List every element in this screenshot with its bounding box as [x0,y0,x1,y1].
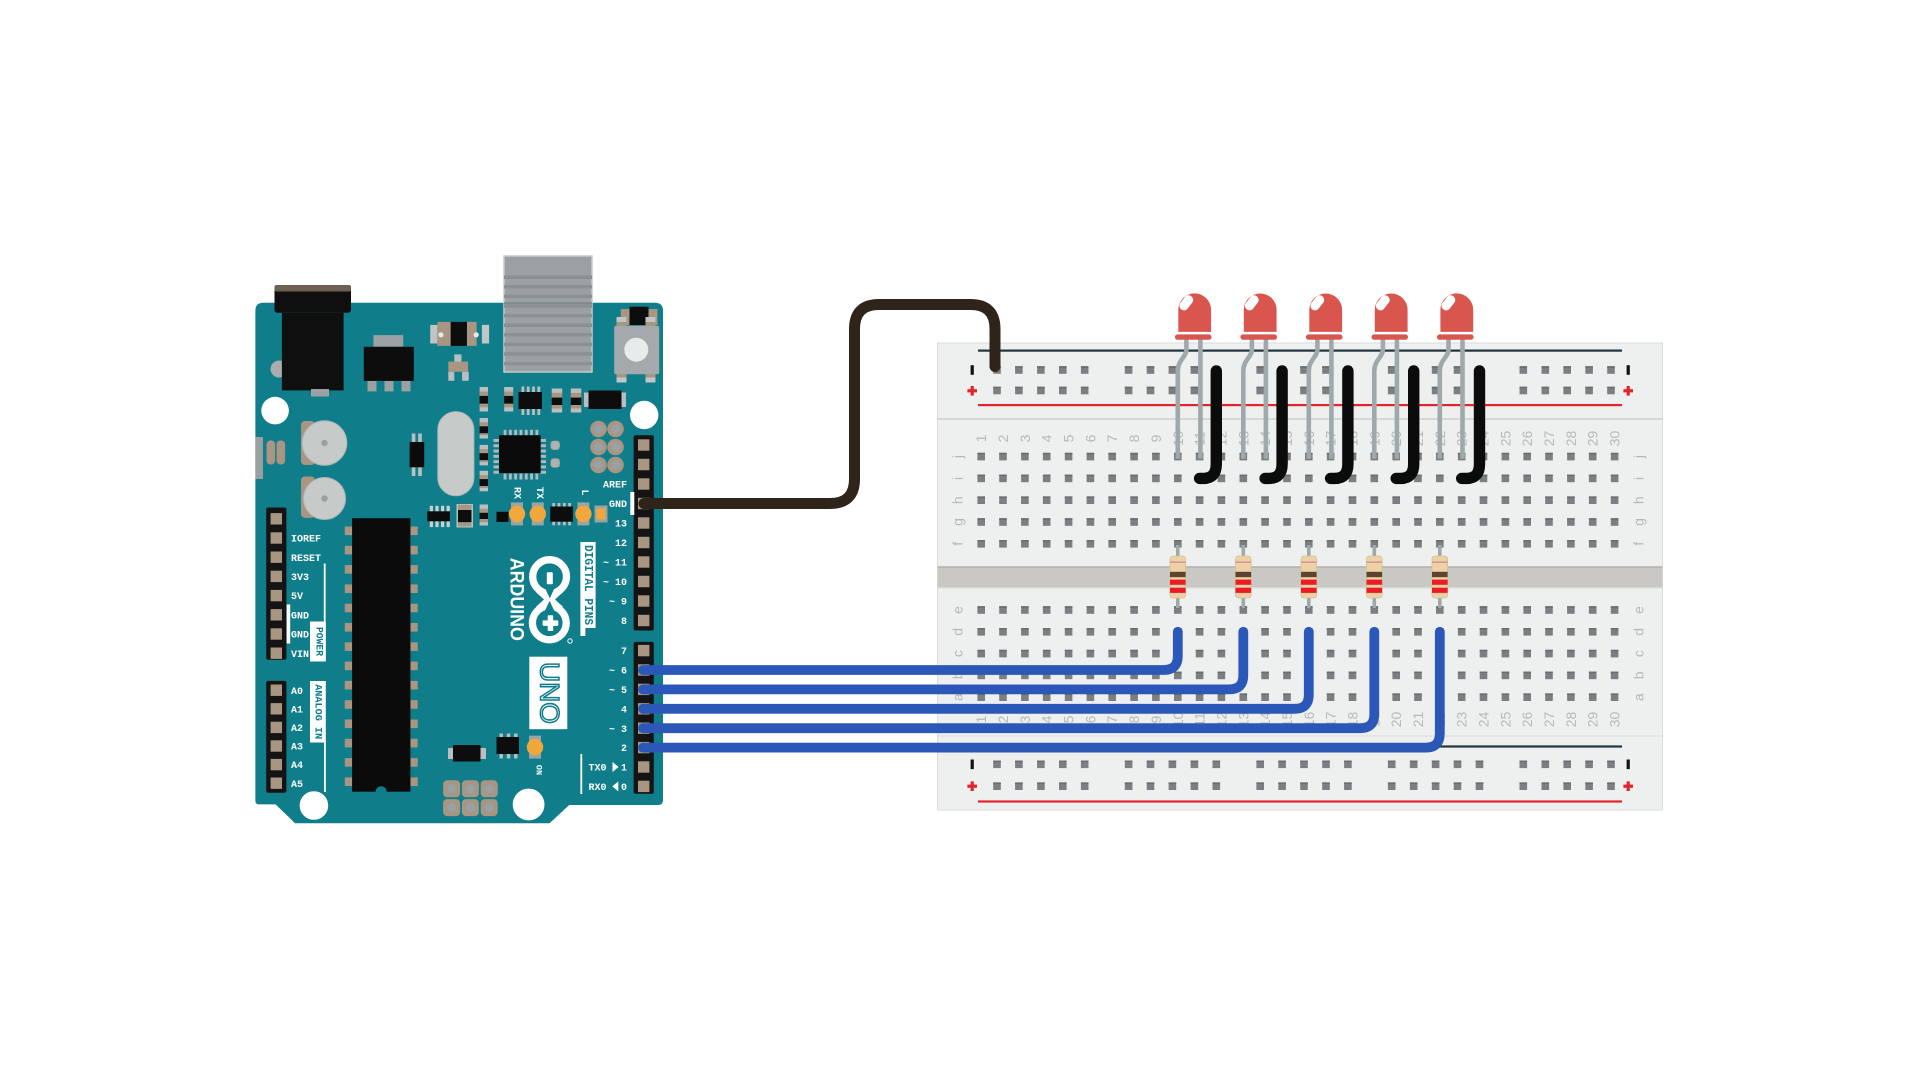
svg-text:A0: A0 [291,687,303,698]
svg-text:e: e [1631,606,1647,614]
svg-text:3: 3 [1017,715,1033,723]
svg-text:9: 9 [1148,434,1164,442]
svg-text:6: 6 [1082,434,1098,442]
svg-text:27: 27 [1541,431,1557,447]
svg-text:20: 20 [1388,712,1404,728]
svg-text:f: f [1631,542,1647,546]
svg-text:23: 23 [1454,712,1470,728]
svg-text:~ 11: ~ 11 [603,559,627,570]
svg-text:4: 4 [1039,715,1055,723]
svg-text:4: 4 [621,705,627,716]
svg-text:3V3: 3V3 [291,573,309,584]
svg-text:28: 28 [1563,431,1579,447]
svg-text:7: 7 [1104,715,1120,723]
svg-text:2: 2 [995,715,1011,723]
svg-text:DIGITAL PINS: DIGITAL PINS [581,545,595,625]
svg-text:TX: TX [533,487,544,499]
svg-text:~ 3: ~ 3 [609,725,627,736]
svg-text:~ 5: ~ 5 [609,686,627,697]
svg-text:12: 12 [615,539,627,550]
svg-text:IOREF: IOREF [291,535,321,546]
svg-text:25: 25 [1497,431,1513,447]
svg-text:d: d [1631,628,1647,636]
svg-text:6: 6 [1082,715,1098,723]
svg-text:29: 29 [1585,431,1601,447]
svg-text:30: 30 [1607,712,1623,728]
svg-text:27: 27 [1541,712,1557,728]
svg-text:RX0: RX0 [589,783,607,794]
svg-text:4: 4 [1039,434,1055,442]
svg-text:A1: A1 [291,705,303,716]
svg-text:i: i [950,477,966,480]
svg-text:AREF: AREF [603,481,627,492]
svg-text:13: 13 [615,520,627,531]
svg-text:3: 3 [1017,434,1033,442]
svg-text:RX: RX [510,487,521,499]
svg-text:~ 9: ~ 9 [609,598,627,609]
svg-text:30: 30 [1607,431,1623,447]
svg-text:A4: A4 [291,761,303,772]
svg-text:29: 29 [1585,712,1601,728]
svg-text:21: 21 [1410,712,1426,728]
svg-text:5: 5 [1061,434,1077,442]
svg-text:A2: A2 [291,724,303,735]
svg-text:f: f [950,542,966,546]
svg-text:8: 8 [621,617,627,628]
svg-text:9: 9 [1148,715,1164,723]
svg-text:2: 2 [995,434,1011,442]
svg-text:7: 7 [621,647,627,658]
svg-text:~ 10: ~ 10 [603,578,627,589]
svg-text:A5: A5 [291,780,303,791]
svg-text:24: 24 [1476,712,1492,728]
svg-text:VIN: VIN [291,650,309,661]
svg-text:c: c [950,650,966,657]
svg-text:UNO: UNO [535,662,565,724]
svg-text:1: 1 [973,434,989,442]
svg-text:1: 1 [973,715,989,723]
svg-text:8: 8 [1126,434,1142,442]
svg-text:c: c [1631,650,1647,657]
svg-text:0: 0 [621,783,627,794]
svg-text:h: h [950,496,966,504]
svg-text:g: g [950,518,966,526]
svg-text:g: g [1631,518,1647,526]
svg-text:POWER: POWER [313,627,324,656]
svg-text:b: b [1631,671,1647,679]
svg-text:2: 2 [621,744,627,755]
svg-text:5V: 5V [291,592,303,603]
svg-text:i: i [1631,477,1647,480]
svg-text:TX0: TX0 [589,764,607,775]
svg-text:j: j [950,455,966,459]
svg-text:GND: GND [609,500,627,511]
svg-text:A3: A3 [291,743,303,754]
svg-text:25: 25 [1497,712,1513,728]
svg-text:5: 5 [1061,715,1077,723]
svg-text:a: a [950,693,966,701]
svg-text:~ 6: ~ 6 [609,667,627,678]
svg-text:7: 7 [1104,434,1120,442]
svg-text:26: 26 [1519,712,1535,728]
svg-text:d: d [950,628,966,636]
svg-text:11: 11 [1192,712,1208,727]
svg-text:e: e [950,606,966,614]
svg-text:RESET: RESET [291,554,321,565]
svg-text:26: 26 [1519,431,1535,447]
svg-text:ARDUINO: ARDUINO [506,558,527,641]
svg-text:h: h [1631,496,1647,504]
svg-text:GND: GND [291,631,309,642]
svg-text:j: j [1631,455,1647,459]
svg-text:1: 1 [621,764,627,775]
svg-text:ANALOG IN: ANALOG IN [312,684,323,739]
svg-text:8: 8 [1126,715,1142,723]
svg-text:ON: ON [534,765,544,775]
svg-text:L: L [578,489,589,495]
svg-text:28: 28 [1563,712,1579,728]
svg-text:a: a [1631,693,1647,701]
svg-text:GND: GND [291,611,309,622]
svg-text:b: b [950,671,966,679]
